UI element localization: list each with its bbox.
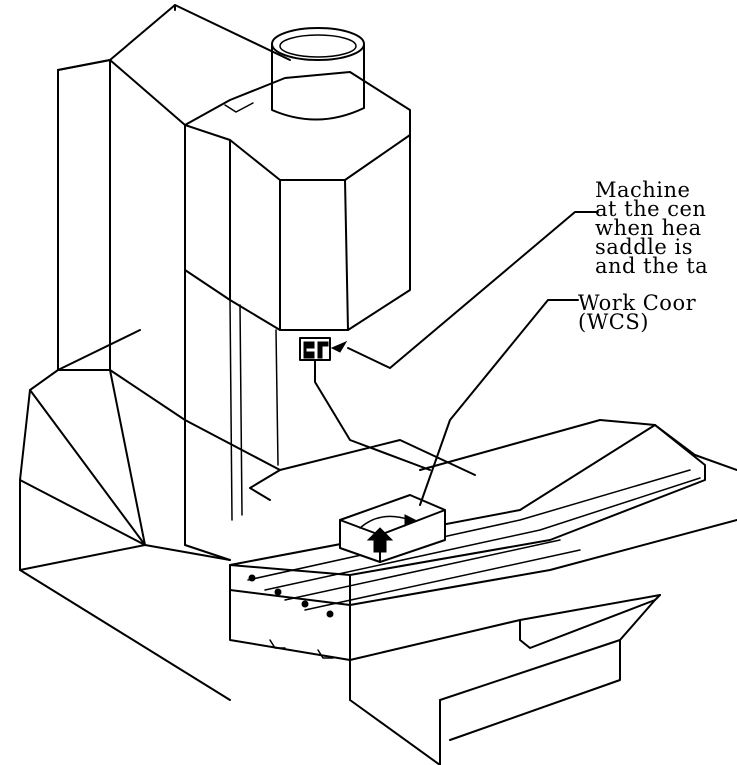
saddle-and-table xyxy=(229,419,737,765)
callout-line: when hea xyxy=(595,216,702,240)
callout-line: at the cen xyxy=(595,197,707,221)
callout-line: and the ta xyxy=(595,254,709,278)
leader-lines xyxy=(347,211,599,506)
callout-line: Work Coor xyxy=(578,291,697,315)
work-coordinate-callout: Work Coor (WCS) xyxy=(578,291,697,334)
callout-line: Machine xyxy=(595,178,691,202)
machine-coordinate-callout: Machine at the cen when hea saddle is an… xyxy=(595,178,709,278)
spindle-head xyxy=(184,27,431,521)
callout-line: saddle is xyxy=(595,235,693,259)
column xyxy=(19,4,291,546)
callout-line: (WCS) xyxy=(578,310,649,334)
